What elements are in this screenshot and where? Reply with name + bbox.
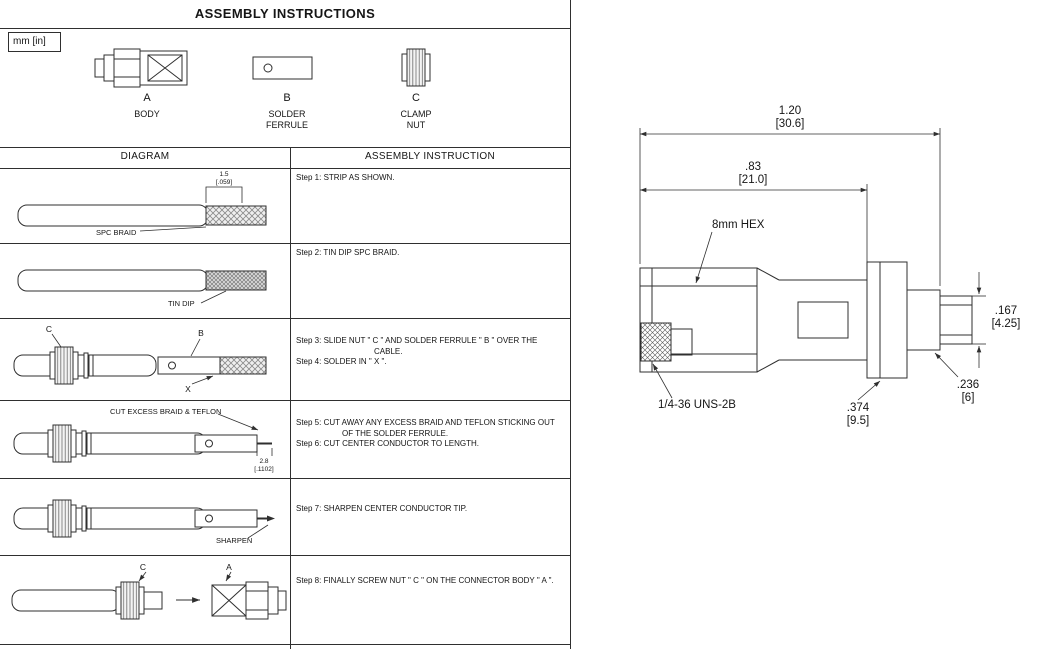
dim-body-length: .83 [21.0] [739,161,768,187]
diagram-step5 [13,413,273,463]
part-a-letter: A [143,92,151,104]
instruction-text: Step 6: CUT CENTER CONDUCTOR TO LENGTH. [296,439,479,448]
dim-tube-dia: .236 [6] [957,379,979,405]
part-b-letter: B [283,92,291,104]
dim-value: .167 [994,305,1018,317]
instruction-text: Step 1: STRIP AS SHOWN. [296,173,395,182]
dim-overall-length: 1.20 [30.6] [776,105,805,131]
page-title: ASSEMBLY INSTRUCTIONS [194,6,376,21]
part-b-name: SOLDER FERRULE [265,109,309,130]
units-note: mm [in] [13,36,46,47]
part-c-letter: C [412,92,420,104]
dim-bracket: [21.0] [738,174,768,186]
solder-point-ref: X [185,384,191,394]
clamp-nut-ref-step8: C [139,562,147,572]
dim-bracket: [.1102] [254,465,274,473]
instruction-step-7: Step 7: SHARPEN CENTER CONDUCTOR TIP. [296,504,568,515]
spc-braid-label: SPC BRAID [96,228,137,237]
instruction-steps-3-4: Step 3: SLIDE NUT " C " AND SOLDER FERRU… [296,336,568,368]
instruction-step-8: Step 8: FINALLY SCREW NUT " C " ON THE C… [296,576,568,587]
dim-hex-dia: .374 [9.5] [847,402,869,428]
diagram-step8 [11,571,287,620]
instruction-text: CABLE. [374,346,403,356]
part-a-name: BODY [134,109,160,119]
thread-spec-note: 1/4-36 UNS-2B [658,399,736,411]
instruction-text: Step 3: SLIDE NUT " C " AND SOLDER FERRU… [296,336,538,345]
column-header-instruction: ASSEMBLY INSTRUCTION [364,151,496,162]
instruction-step-1: Step 1: STRIP AS SHOWN. [296,173,568,184]
instruction-text: Step 2: TIN DIP SPC BRAID. [296,248,400,257]
diagram-step2 [17,269,267,304]
part-c-name: CLAMP NUT [400,109,432,130]
dim-bracket: [4.25] [991,318,1021,330]
dim-value: .83 [745,161,761,173]
dim-bracket: [9.5] [846,415,870,427]
instruction-text: OF THE SOLDER FERRULE. [342,428,449,438]
dim-pin-dia: .167 [4.25] [992,305,1021,331]
ferrule-ref-step3: B [198,328,204,338]
sharpen-label: SHARPEN [216,536,253,545]
part-b-drawing [252,56,313,80]
dim-value: 1.20 [778,105,802,117]
dim-bracket: [.059] [215,178,233,186]
tin-dip-label: TIN DIP [168,299,195,308]
instruction-text: Step 8: FINALLY SCREW NUT " C " ON THE C… [296,576,554,585]
hex-size-note: 8mm HEX [712,219,765,231]
dim-value: .236 [956,379,980,391]
table-grid [0,0,571,649]
diagram-step3 [13,333,267,385]
instruction-text: Step 4: SOLDER IN " X ". [296,357,387,366]
column-header-diagram: DIAGRAM [120,151,170,162]
dim-value: 1.5 [219,171,229,178]
instruction-text: Step 5: CUT AWAY ANY EXCESS BRAID AND TE… [296,418,555,427]
instruction-step-2: Step 2: TIN DIP SPC BRAID. [296,248,568,259]
dim-bracket: [6] [961,392,975,404]
dim-value: .374 [846,402,870,414]
part-c-drawing [401,48,431,87]
diagram-step1 [17,186,267,232]
connector-side-view [639,261,973,379]
dimension-lines [639,128,986,401]
cut-excess-label: CUT EXCESS BRAID & TEFLON [110,407,222,416]
diagram-step7 [13,499,275,539]
strip-dimension: 1.5 [.059] [216,171,232,186]
body-ref-step8: A [226,562,232,572]
dim-bracket: [30.6] [775,118,805,130]
part-a-drawing [94,48,188,88]
clamp-nut-ref-step3: C [45,324,53,334]
instruction-steps-5-6: Step 5: CUT AWAY ANY EXCESS BRAID AND TE… [296,418,568,450]
tip-dimension: 2.8 [.1102] [254,458,273,473]
instruction-text: Step 7: SHARPEN CENTER CONDUCTOR TIP. [296,504,468,513]
dim-value: 2.8 [259,458,269,465]
